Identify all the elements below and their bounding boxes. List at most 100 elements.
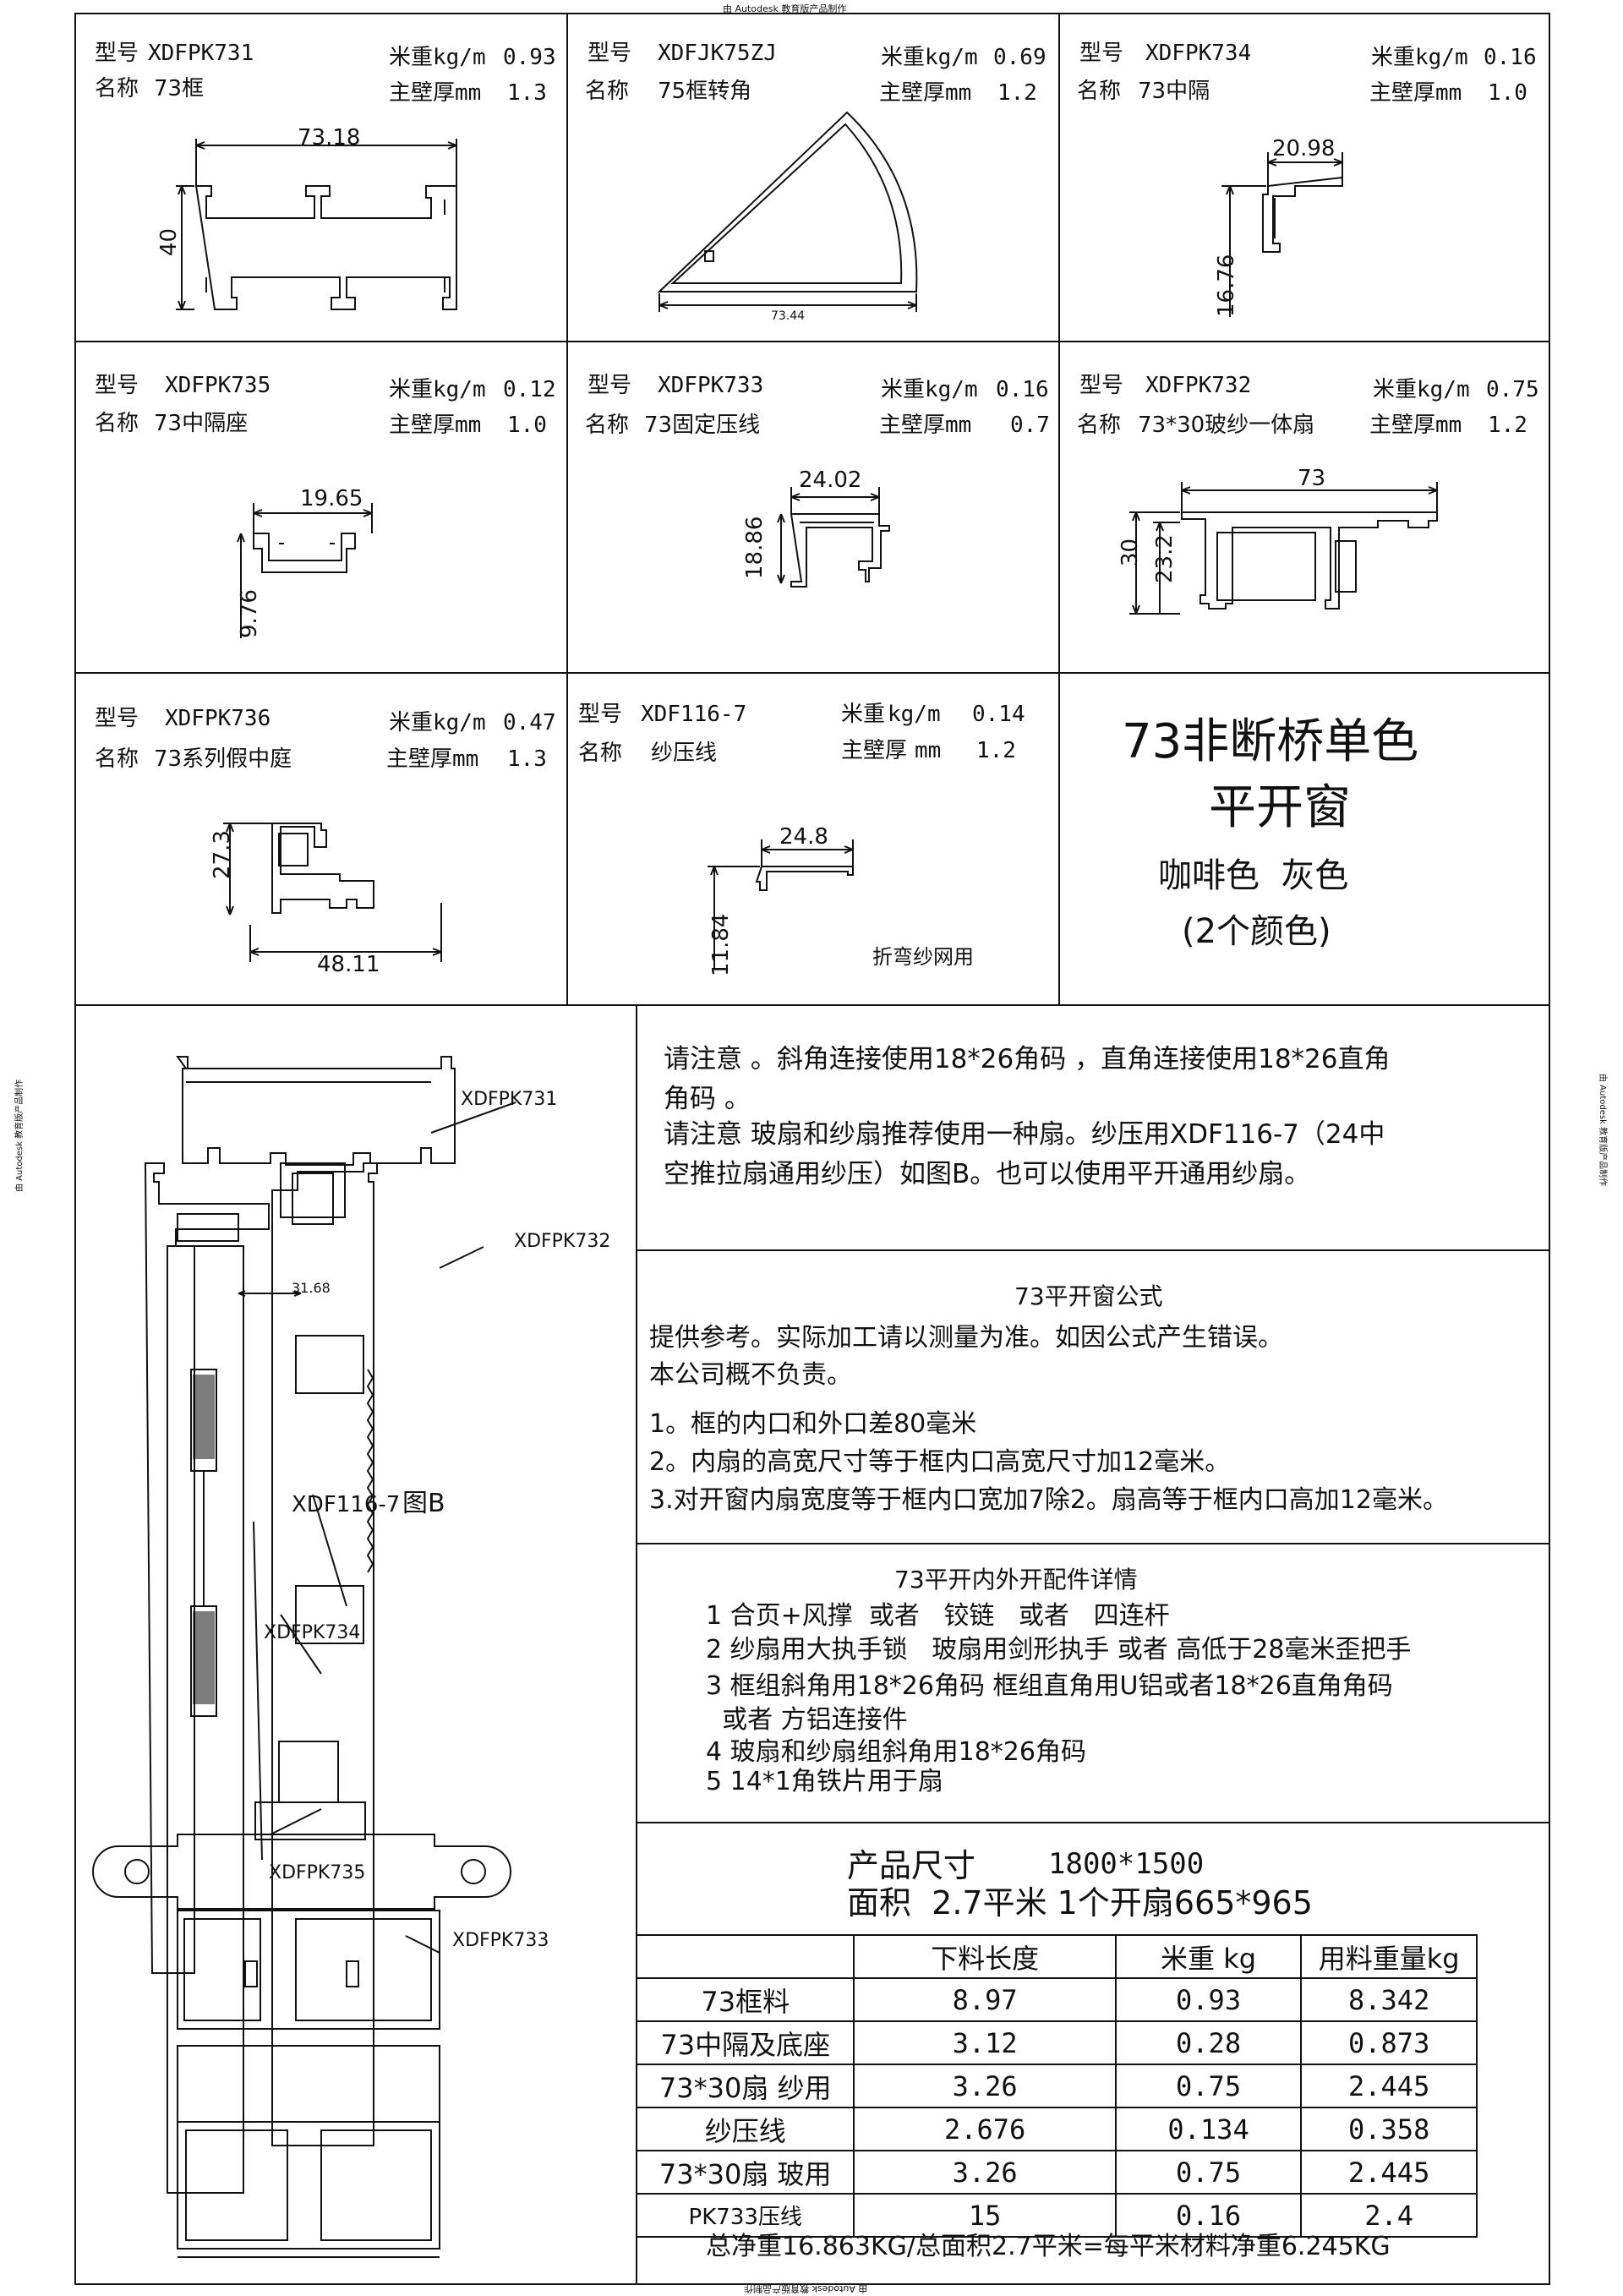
cell8-name: 纱压线 xyxy=(651,741,718,766)
accessory-item-3b: 或者 方铝连接件 xyxy=(706,1705,908,1735)
formula-item-1: 1。框的内口和外口差80毫米 xyxy=(649,1409,977,1439)
cell4-name-label: 名称 xyxy=(95,411,139,436)
col-divider-2 xyxy=(1058,13,1060,1006)
cell3-wall: 1.0 xyxy=(1488,80,1527,106)
cell8-model-label: 型号 xyxy=(578,702,623,727)
accessory-item-3: 3 框组斜角用18*26角码 框组直角用U铝或者18*26直角角码 xyxy=(706,1671,1393,1701)
dim-735-height: 9.76 xyxy=(237,589,262,638)
cell1-weight-label: 米重 xyxy=(389,45,434,70)
dim-116-height: 11.84 xyxy=(708,913,734,976)
bom-unit-weight: 0.75 xyxy=(1114,2150,1303,2195)
bom-unit-weight: 0.75 xyxy=(1114,2064,1303,2108)
bom-header: 米重 kg xyxy=(1114,1934,1303,1979)
cell2-wall-unit: mm xyxy=(945,80,972,106)
formula-item-3: 3.对开窗内扇宽度等于框内口宽加7除2。扇高等于框内口高加12毫米。 xyxy=(649,1485,1448,1515)
cell4-name: 73中隔座 xyxy=(154,411,249,436)
cell7-wall-unit: mm xyxy=(452,746,479,772)
profile-xdfpk731-drawing xyxy=(176,139,457,310)
bom-unit-weight: 0.93 xyxy=(1114,1977,1303,2022)
section-label-116-7: XDF116-7 xyxy=(292,1492,401,1517)
bom-material: 73框料 xyxy=(635,1977,855,2022)
cell4-wall: 1.0 xyxy=(507,413,547,438)
bom-length: 15 xyxy=(853,2193,1117,2238)
cell7-wall: 1.3 xyxy=(507,746,547,772)
accessory-divider xyxy=(636,1822,1550,1823)
bom-material: 73*30扇 玻用 xyxy=(635,2150,855,2195)
cell6-wall-unit: mm xyxy=(1435,413,1462,438)
cell2-weight-unit: kg/m xyxy=(925,45,978,70)
watermark-left: 由 Autodesk 教育版产品制作 xyxy=(15,1079,25,1192)
cell2-model-label: 型号 xyxy=(587,41,632,66)
notes-divider xyxy=(636,1249,1550,1251)
cell8-note: 折弯纱网用 xyxy=(872,945,974,969)
bom-length: 3.12 xyxy=(853,2020,1117,2065)
dim-731-width: 73.18 xyxy=(298,125,361,150)
cell5-weight-label: 米重 xyxy=(881,377,926,402)
note-line-2: 角码 。 xyxy=(664,1084,751,1114)
dim-736-width: 48.11 xyxy=(317,952,380,977)
cell8-weight-unit: kg/m xyxy=(888,702,941,727)
cell1-model-label: 型号 xyxy=(95,41,139,66)
product-size-label: 产品尺寸 xyxy=(847,1847,976,1884)
cell3-name: 73中隔 xyxy=(1138,79,1210,104)
cell6-name-label: 名称 xyxy=(1077,413,1122,438)
cell7-model: XDFPK736 xyxy=(165,706,271,731)
bom-length: 3.26 xyxy=(853,2150,1117,2195)
bom-header: 下料长度 xyxy=(853,1934,1117,1979)
cell6-wall-label: 主壁厚 xyxy=(1369,413,1436,438)
section-dim-31-68: 31.68 xyxy=(292,1280,331,1296)
table-row: 73*30扇 玻用 3.26 0.75 2.445 xyxy=(635,2150,1478,2195)
col-divider-1 xyxy=(566,13,568,1006)
cell3-weight: 0.16 xyxy=(1484,45,1537,70)
cell3-weight-label: 米重 xyxy=(1371,45,1416,70)
bom-total-weight: 2.4 xyxy=(1300,2193,1478,2238)
bom-material: PK733压线 xyxy=(635,2193,855,2238)
cell4-weight-label: 米重 xyxy=(389,377,434,402)
bom-material: 纱压线 xyxy=(635,2107,855,2151)
cell7-name: 73系列假中庭 xyxy=(154,746,292,772)
bom-length: 3.26 xyxy=(853,2064,1117,2108)
profile-xdfpk734-drawing xyxy=(1221,152,1343,317)
formula-intro-2: 本公司概不负责。 xyxy=(649,1360,852,1390)
note-line-4: 空推拉扇通用纱压）如图B。也可以使用平开通用纱扇。 xyxy=(664,1159,1311,1189)
bom-header xyxy=(635,1934,855,1979)
formula-intro-1: 提供参考。实际加工请以测量为准。如因公式产生错误。 xyxy=(649,1323,1283,1353)
cell3-model-label: 型号 xyxy=(1079,41,1124,66)
cell7-weight: 0.47 xyxy=(503,710,556,735)
accessory-item-2: 2 纱扇用大执手锁 玻扇用剑形执手 或者 高低于28毫米歪把手 xyxy=(706,1635,1412,1665)
bom-material: 73*30扇 纱用 xyxy=(635,2064,855,2108)
cell5-wall-unit: mm xyxy=(945,413,972,438)
bom-length: 8.97 xyxy=(853,1977,1117,2022)
cell3-weight-unit: kg/m xyxy=(1415,45,1468,70)
cell1-wall-unit: mm xyxy=(455,80,482,106)
cell8-wall-unit: mm xyxy=(915,738,942,763)
section-divider xyxy=(636,1004,637,2285)
formula-item-2: 2。内扇的高宽尺寸等于框内口高宽尺寸加12毫米。 xyxy=(649,1447,1231,1477)
section-label-732: XDFPK732 xyxy=(514,1231,611,1252)
cell5-model: XDFPK733 xyxy=(658,373,764,398)
profile-xdf116-7-drawing xyxy=(708,839,854,968)
profile-xdfpk736-drawing xyxy=(223,823,442,962)
row-divider-1 xyxy=(74,341,1550,342)
cell5-name-label: 名称 xyxy=(585,413,630,438)
dim-736-height: 27.3 xyxy=(210,830,235,879)
dim-732-inner-height: 23.2 xyxy=(1152,534,1178,583)
profile-xdfpk733-drawing xyxy=(777,487,890,588)
cell4-model-label: 型号 xyxy=(95,373,139,398)
bom-length: 2.676 xyxy=(853,2107,1117,2151)
bom-unit-weight: 0.28 xyxy=(1114,2020,1303,2065)
table-row: PK733压线 15 0.16 2.4 xyxy=(635,2193,1478,2238)
bom-total-weight: 0.358 xyxy=(1300,2107,1478,2151)
bom-material: 73中隔及底座 xyxy=(635,2020,855,2065)
dim-75zj-width: 73.44 xyxy=(771,309,806,323)
section-label-734: XDFPK734 xyxy=(264,1622,361,1643)
profile-xdfpk732-drawing xyxy=(1129,482,1438,615)
cell4-weight-unit: kg/m xyxy=(433,377,486,402)
formula-divider xyxy=(636,1543,1550,1544)
cell1-wall-label: 主壁厚 xyxy=(389,80,456,106)
window-type: 平开窗 xyxy=(1209,780,1351,835)
formula-title: 73平开窗公式 xyxy=(1014,1282,1163,1310)
cell1-wall: 1.3 xyxy=(507,80,547,106)
bom-total-weight: 2.445 xyxy=(1300,2064,1478,2108)
cell3-wall-label: 主壁厚 xyxy=(1369,80,1436,106)
